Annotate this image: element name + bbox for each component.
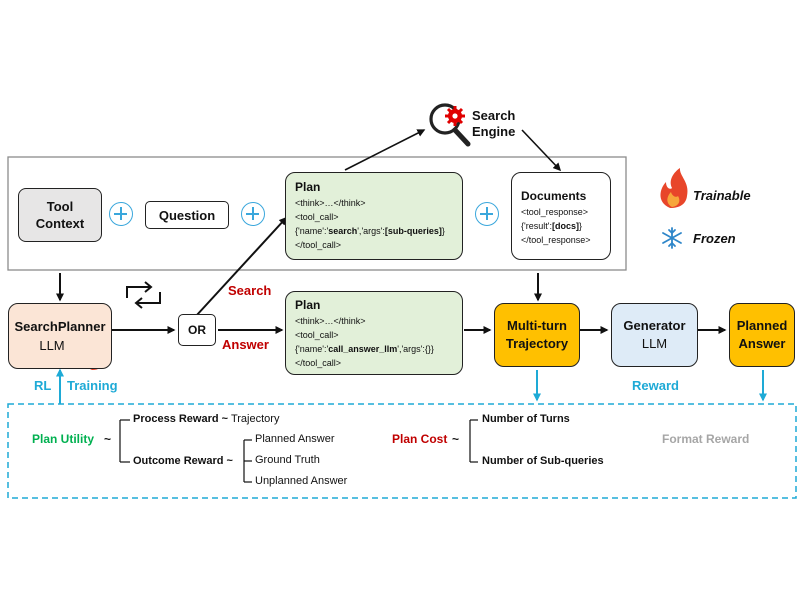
search-engine-label-line2: Engine — [472, 124, 516, 139]
plan-search-line3-args: [sub-queries] — [384, 226, 442, 236]
training-label: Training — [67, 378, 118, 393]
planned-answer-line2: Answer — [738, 336, 786, 351]
search-planner-title: SearchPlanner — [14, 319, 106, 334]
search-planner-box: SearchPlanner LLM — [8, 303, 112, 369]
planned-answer-box: Planned Answer — [729, 303, 795, 367]
documents-line2-post: } — [578, 221, 582, 231]
plan-search-line2: <tool_call> — [295, 212, 339, 222]
plan-answer-title: Plan — [295, 298, 321, 312]
plus-icon — [241, 202, 265, 226]
plan-answer-line3-pre: {'name':' — [295, 344, 329, 354]
documents-line1: <tool_response> — [521, 207, 589, 217]
generator-title: Generator — [623, 318, 686, 333]
plan-to-search-engine-arrow — [344, 129, 426, 171]
plus-icon — [109, 202, 133, 226]
plan-search-box: Plan <think>…</think> <tool_call> {'name… — [285, 172, 463, 260]
plan-search-line1: <think>…</think> — [295, 198, 366, 208]
plan-utility-label: Plan Utility — [32, 432, 95, 446]
plan-cost-tilde: ~ — [452, 432, 460, 446]
plan-search-line3: {'name':'search','args':[sub-queries]} — [295, 224, 462, 238]
plan-utility-tilde: ~ — [104, 432, 112, 446]
plus-icon — [475, 202, 499, 226]
flame-icon — [660, 168, 688, 208]
cost-item-subqueries: Number of Sub-queries — [482, 455, 604, 467]
legend-trainable: Trainable — [693, 188, 751, 203]
process-reward-target: Trajectory — [230, 413, 280, 425]
plan-answer-line3-post: ','args':{}} — [397, 344, 434, 354]
documents-title: Documents — [521, 189, 587, 203]
or-label: OR — [188, 323, 206, 337]
documents-line2: {'result':[docs]} — [521, 219, 610, 233]
plan-search-title: Plan — [295, 180, 321, 194]
reward-tree-lines — [119, 419, 478, 483]
search-engine-to-documents-arrow — [521, 129, 562, 172]
search-planner-sub: LLM — [39, 338, 65, 353]
plan-answer-line3-name: call_answer_llm — [328, 344, 398, 354]
plan-search-line3-post: } — [441, 226, 445, 236]
documents-line2-pre: {'result': — [521, 221, 552, 231]
context-container — [7, 156, 627, 271]
plan-cost-label: Plan Cost — [392, 432, 448, 446]
plan-search-line3-mid: ','args': — [357, 226, 385, 236]
plan-search-line3-pre: {'name':' — [295, 226, 329, 236]
outcome-reward-label: Outcome Reward ~ — [133, 455, 233, 467]
question-box: Question — [145, 201, 229, 229]
reward-label: Reward — [632, 378, 679, 393]
tool-context-line1: Tool — [46, 199, 74, 214]
search-branch-label: Search — [228, 283, 272, 298]
plan-answer-box: Plan <think>…</think> <tool_call> {'name… — [285, 291, 463, 375]
plan-search-line4: </tool_call> — [295, 240, 342, 250]
plan-answer-line3: {'name':'call_answer_llm','args':{}} — [295, 342, 462, 356]
process-reward-label: Process Reward ~ — [133, 413, 229, 425]
search-engine-label-line1: Search — [472, 108, 516, 123]
or-node: OR — [178, 314, 216, 346]
outcome-item-unplanned: Unplanned Answer — [255, 475, 348, 487]
process-reward-row: Process Reward ~ Trajectory — [133, 413, 279, 425]
trajectory-line2: Trajectory — [505, 336, 569, 351]
snowflake-icon — [662, 227, 682, 249]
or-to-search-plan-arrow — [195, 216, 288, 317]
search-engine-label: Search Engine — [472, 108, 515, 140]
loop-icon — [126, 281, 161, 309]
legend-frozen: Frozen — [693, 231, 736, 246]
question-label: Question — [158, 207, 216, 223]
plan-answer-line1: <think>…</think> — [295, 316, 366, 326]
cost-item-turns: Number of Turns — [482, 413, 570, 425]
plan-answer-line4: </tool_call> — [295, 358, 342, 368]
tool-context-box: Tool Context — [18, 188, 102, 242]
generator-box: Generator LLM — [611, 303, 698, 367]
generator-sub: LLM — [641, 336, 668, 351]
rl-label: RL — [34, 378, 52, 393]
plan-answer-line2: <tool_call> — [295, 330, 339, 340]
planned-answer-line1: Planned — [736, 318, 788, 333]
trajectory-box: Multi-turn Trajectory — [494, 303, 580, 367]
format-reward-label: Format Reward — [662, 432, 750, 446]
documents-line3: </tool_response> — [521, 235, 591, 245]
trajectory-line1: Multi-turn — [507, 318, 567, 333]
plan-search-line3-name: search — [328, 226, 358, 236]
tool-context-line2: Context — [35, 216, 85, 231]
outcome-item-planned: Planned Answer — [255, 433, 335, 445]
documents-box: Documents <tool_response> {'result':[doc… — [511, 172, 611, 260]
outcome-item-ground-truth: Ground Truth — [255, 454, 320, 466]
search-engine-icon — [429, 103, 471, 147]
answer-branch-label: Answer — [222, 337, 269, 352]
reward-panel-border — [7, 403, 797, 499]
documents-line2-bold: [docs] — [551, 221, 579, 231]
